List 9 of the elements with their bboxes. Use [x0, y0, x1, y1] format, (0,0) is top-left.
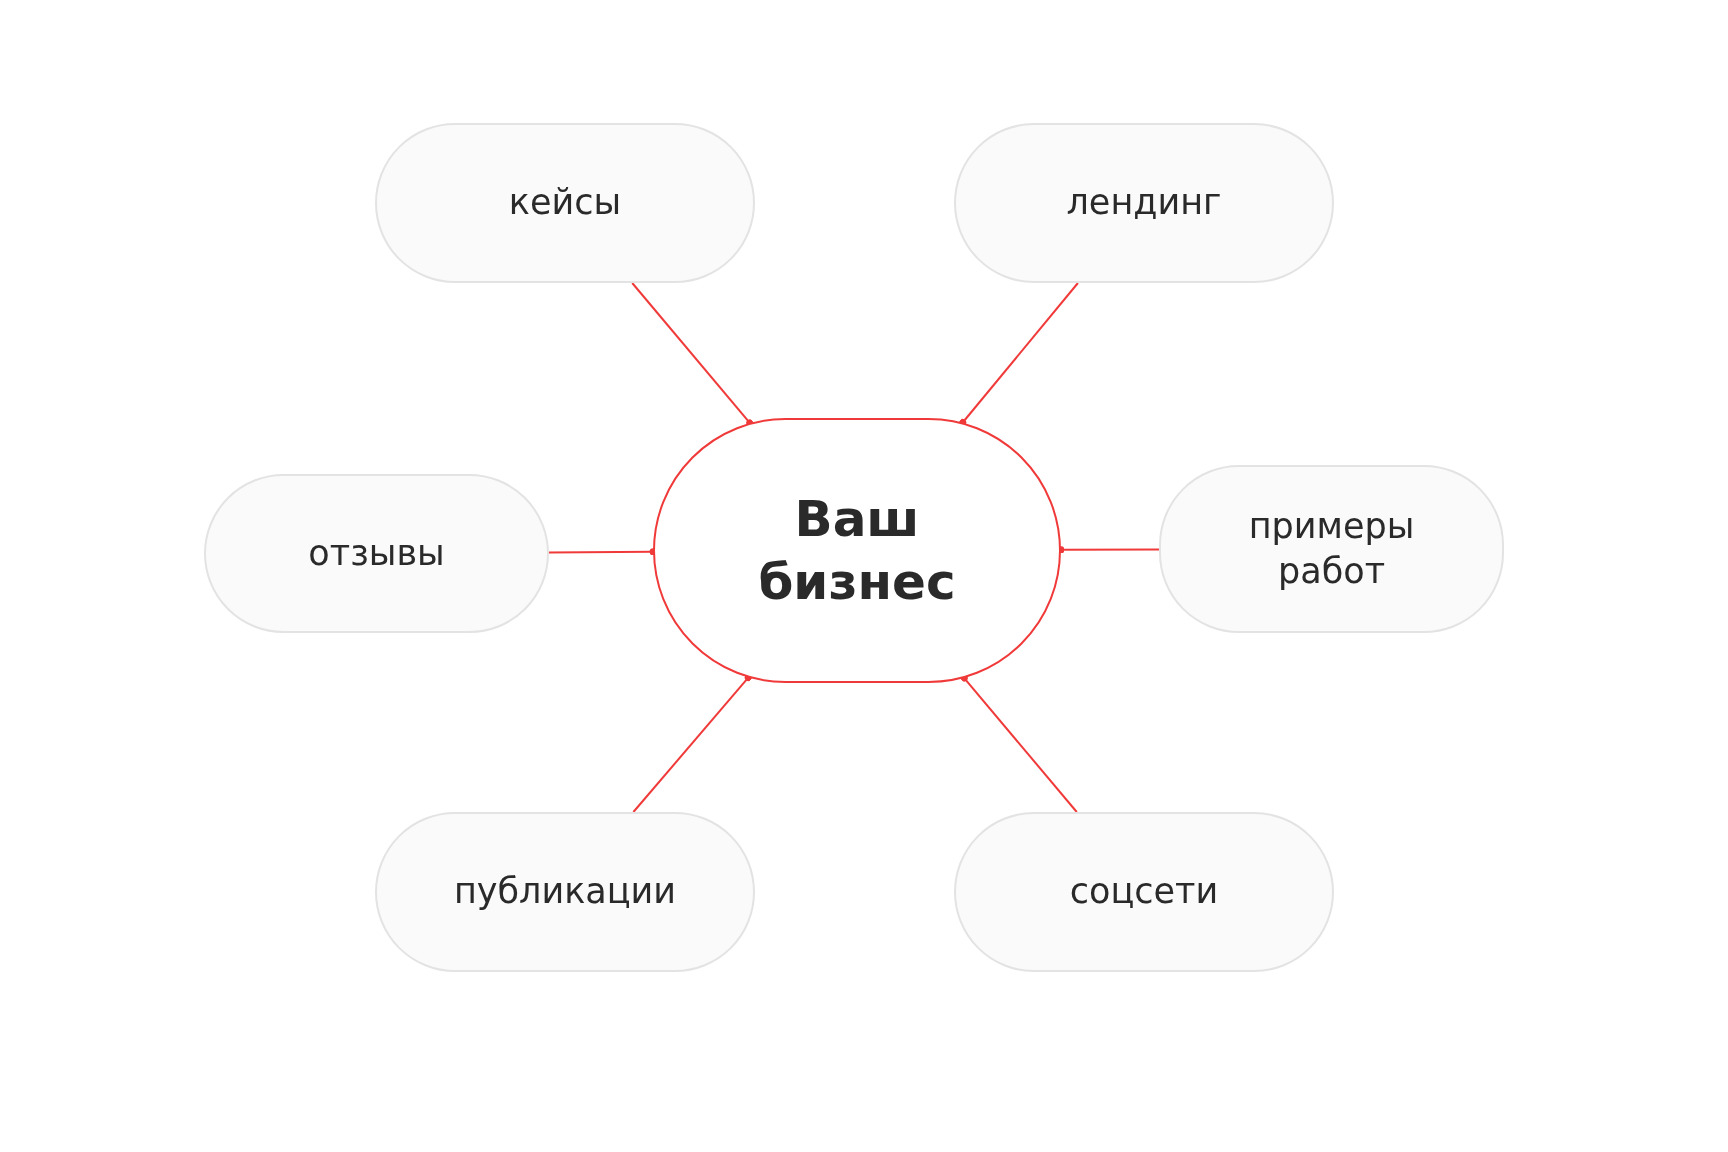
topic-label: публикации: [452, 870, 678, 914]
connector-line: [959, 282, 1079, 426]
title-text: Ваш бизнес: [757, 489, 957, 613]
topic-label: лендинг: [1065, 181, 1223, 225]
topic-label: примеры работ: [1247, 504, 1416, 593]
topic-label: отзывы: [307, 531, 446, 575]
topic-label: соцсети: [1068, 870, 1220, 914]
topic-label: кейсы: [507, 181, 623, 225]
connector-line: [632, 674, 752, 813]
